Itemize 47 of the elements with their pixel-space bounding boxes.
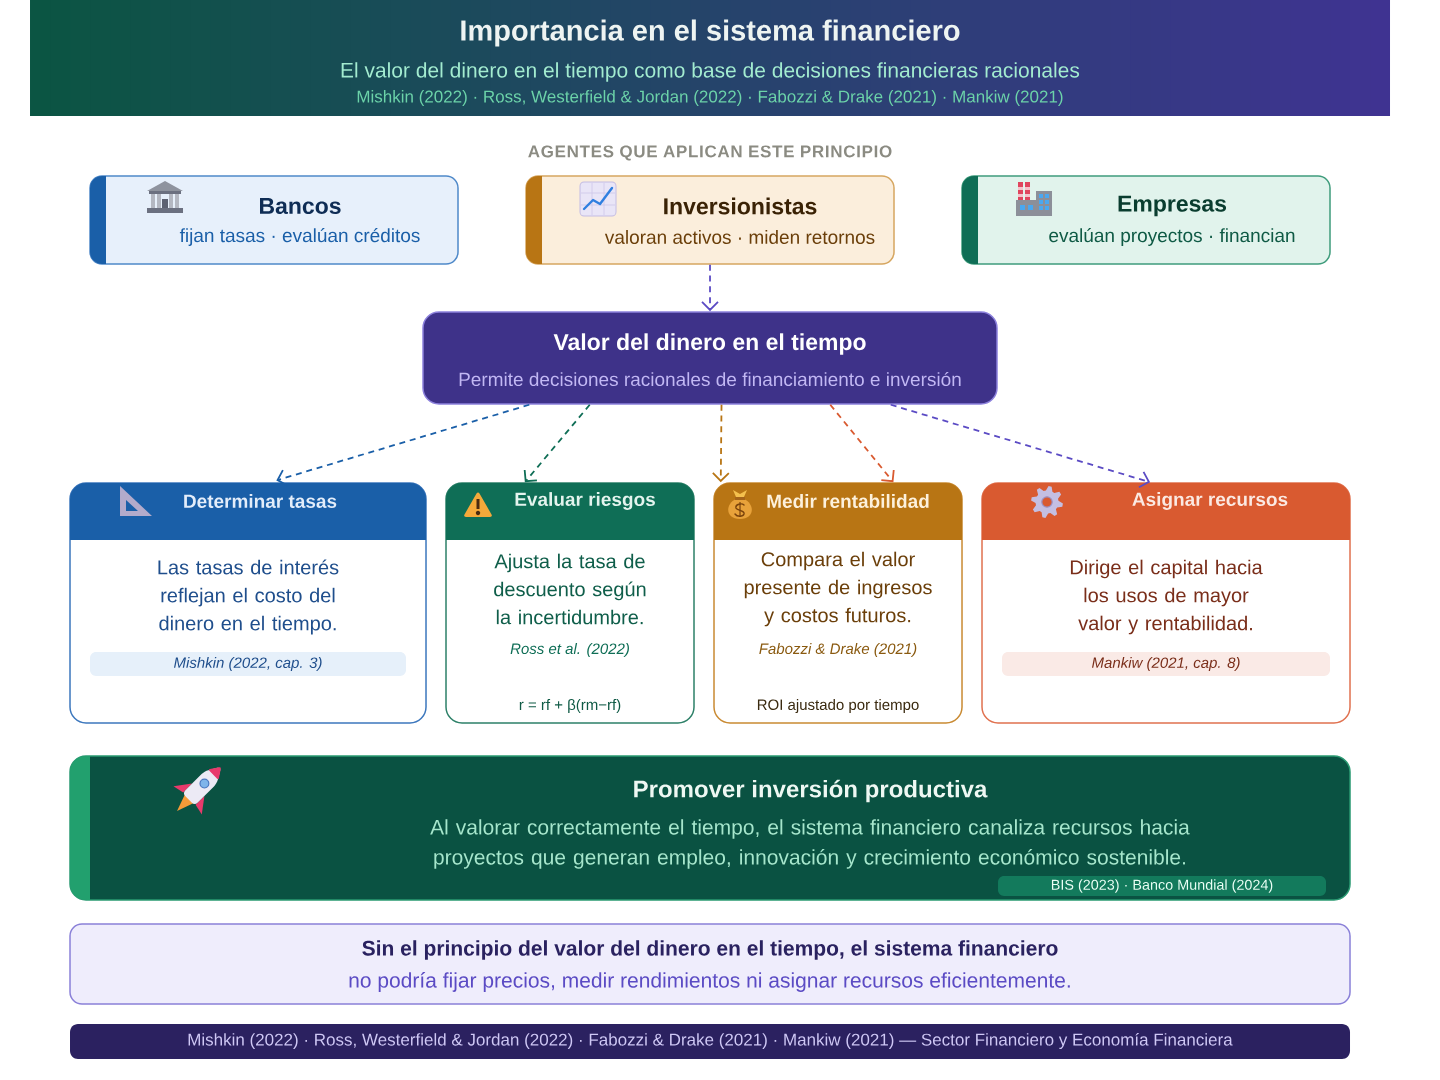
note-text: no podría fijar precios, medir rendimientos ni asignar recursos eficientemente.: [349, 972, 1070, 992]
card-subtitle: evalúan proyectos · financian: [1049, 228, 1295, 246]
card-text: Dirige el capital hacia los usos de mayor valor y rentabilidad.: [1070, 559, 1263, 635]
card-title: Asignar recursos: [1132, 492, 1288, 510]
card-title: Medir rentabilidad: [767, 494, 929, 508]
card-title: Evaluar riesgos: [515, 492, 655, 510]
concept-box: [422, 311, 998, 405]
agent-card: [525, 175, 895, 265]
card-text: Las tasas de interés reflejan el costo del dinero en el tiempo.: [158, 559, 339, 635]
card-subtitle: valoran activos · miden retornos: [604, 230, 875, 244]
arrow: [889, 403, 1151, 489]
note-heading: Sin el principio del valor del dinero en el tiempo, el sistema financiero: [362, 940, 1058, 960]
function-card: [69, 482, 427, 724]
note-box: [69, 923, 1351, 1005]
citation: Ross et al. (2022): [510, 643, 629, 657]
footer-band: [70, 1024, 1350, 1059]
citation-tag: BIS (2023) · Banco Mundial (2024): [998, 876, 1326, 896]
title: Importancia en el sistema financiero: [461, 19, 960, 47]
card-title: Empresas: [1118, 195, 1227, 217]
card-text: Ajusta la tasa de descuento según la incertidumbre.: [494, 553, 646, 625]
card-title: Determinar tasas: [184, 494, 337, 508]
arrow: [701, 263, 719, 312]
banner-text: Al valorar correctamente el tiempo, el sistema financiero canaliza recursos hacia proyectos que generan empleo, innovación y crecimiento económico sostenible.: [430, 819, 1190, 869]
citation-tag: Mankiw (2021, cap. 8): [1002, 652, 1330, 676]
arrow: [523, 403, 591, 483]
function-card: [445, 482, 695, 724]
box-subtitle: Permite decisiones racionales de financiamiento e inversión: [459, 371, 961, 387]
function-card: [713, 482, 963, 724]
card-text: Compara el valor presente de ingresos y costos futuros.: [744, 551, 932, 627]
card-title: Bancos: [260, 198, 341, 214]
card-note: ROI ajustado por tiempo: [757, 699, 919, 713]
card-subtitle: fijan tasas · evalúan créditos: [179, 228, 420, 246]
arrow: [829, 403, 895, 483]
arrow: [711, 403, 730, 483]
citation-tag: Mishkin (2022, cap. 3): [90, 652, 406, 676]
formula: r = rf + β(rm−rf): [519, 699, 621, 713]
card-title: Inversionistas: [664, 197, 817, 215]
agent-card: [961, 175, 1331, 265]
highlight-banner: [69, 755, 1351, 901]
citation: Fabozzi & Drake (2021): [759, 643, 917, 657]
function-card: [981, 482, 1351, 724]
agent-card: [89, 175, 459, 265]
subtitle: El valor del dinero en el tiempo como base de decisiones financieras racionales: [341, 62, 1080, 82]
reference-line: Mishkin (2022) · Ross, Westerfield & Jordan (2022) · Fabozzi & Drake (2021) · Mankiw (2021): [357, 90, 1063, 106]
footer-text: Mishkin (2022) · Ross, Westerfield & Jordan (2022) · Fabozzi & Drake (2021) · Mankiw (2021) — Sector Financiero y Economía Financiera: [188, 1033, 1233, 1049]
box-title: Valor del dinero en el tiempo: [553, 333, 866, 355]
banner-title: Promover inversión productiva: [634, 779, 988, 803]
